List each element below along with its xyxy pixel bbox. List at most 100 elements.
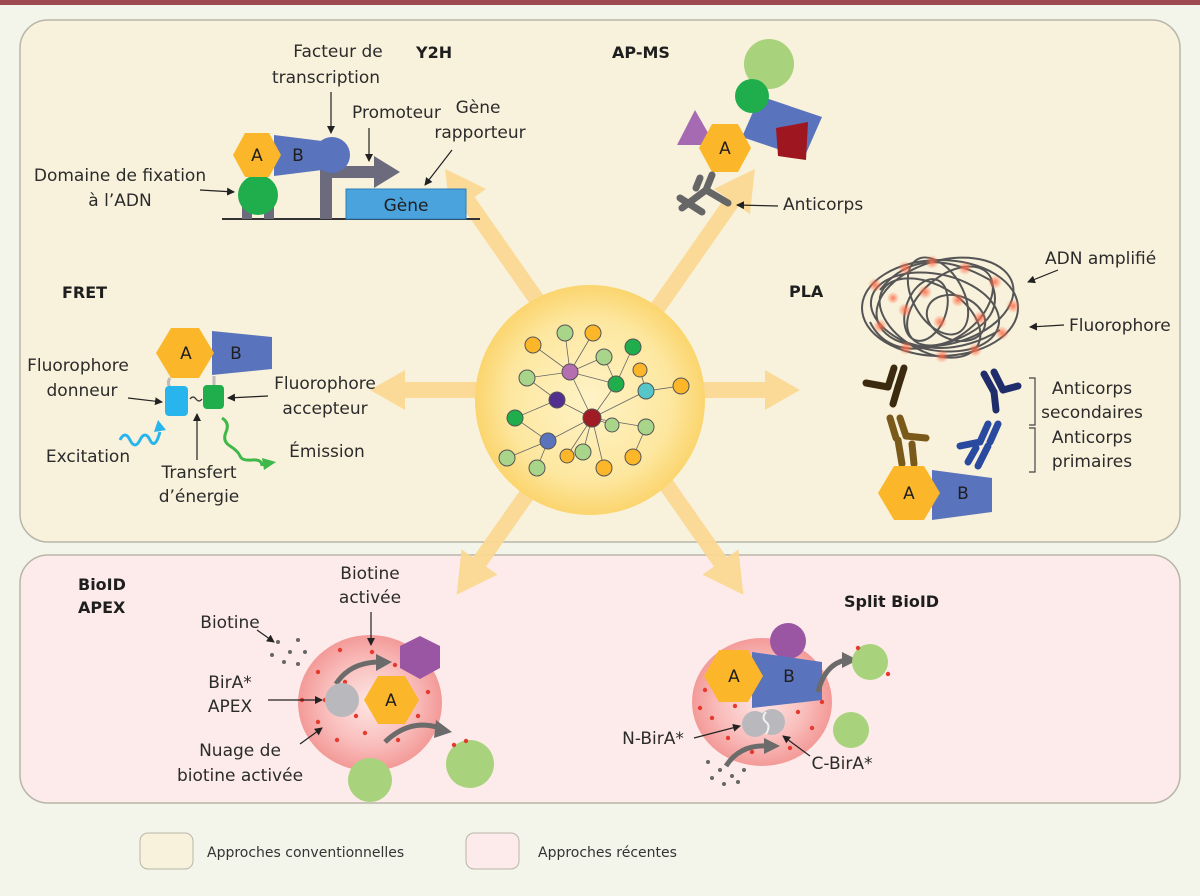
split-protein-b-label: B bbox=[783, 667, 795, 687]
bioid-section: BioID APEX A Biotine Biotine activée bbox=[78, 564, 494, 802]
free-biotin-dots bbox=[270, 638, 307, 666]
promoter-stem bbox=[320, 178, 332, 219]
secondary-label-line1: Anticorps bbox=[1052, 379, 1132, 399]
split-biotinylated-2 bbox=[833, 712, 869, 748]
apms-section: AP-MS A Anticorps bbox=[612, 39, 863, 216]
pla-protein-a-label: A bbox=[903, 484, 915, 504]
acceptor-fluorophore bbox=[203, 385, 224, 409]
legend: Approches conventionnelles Approches réc… bbox=[139, 832, 677, 870]
antibody-label: Anticorps bbox=[783, 195, 863, 215]
donor-fluorophore bbox=[165, 386, 188, 416]
biotinylated-protein-1 bbox=[348, 758, 392, 802]
pla-section: PLA bbox=[789, 249, 1171, 520]
network-nodes bbox=[498, 324, 690, 477]
split-free-biotin bbox=[706, 760, 746, 786]
dna-binding-domain bbox=[238, 175, 278, 215]
transfer-label-line2: d’énergie bbox=[159, 487, 240, 507]
tf-label-line2: transcription bbox=[272, 68, 380, 88]
protein-a-hexagon bbox=[233, 133, 281, 177]
bira-enzyme bbox=[325, 683, 359, 717]
dbd-label-line2: à l’ADN bbox=[88, 191, 151, 211]
network-sphere bbox=[475, 285, 705, 515]
transcription-factor bbox=[314, 137, 350, 173]
emission-wave bbox=[221, 416, 264, 467]
legend-conventional-swatch bbox=[139, 832, 194, 870]
primary-antibodies bbox=[886, 414, 1002, 470]
fluorophore-dots bbox=[868, 255, 1020, 363]
enzyme-label-line2: APEX bbox=[208, 697, 253, 717]
fret-protein-b-label: B bbox=[230, 344, 242, 364]
acceptor-label-line2: accepteur bbox=[282, 399, 367, 419]
fret-protein-b bbox=[212, 331, 272, 375]
apms-title: AP-MS bbox=[612, 43, 670, 62]
dbd-label-line1: Domaine de fixation bbox=[34, 166, 206, 186]
fret-protein-a bbox=[156, 328, 214, 378]
arrow-left bbox=[370, 370, 574, 410]
excitation-label: Excitation bbox=[46, 447, 130, 467]
split-bioid-section: Split BioID A B N-BirA* C-BirA* bbox=[622, 592, 939, 786]
primary-label-line1: Anticorps bbox=[1052, 428, 1132, 448]
bioid-protein-a-label: A bbox=[385, 691, 397, 711]
split-protein-a-label: A bbox=[728, 667, 740, 687]
cloud-label-line1: Nuage de bbox=[199, 741, 281, 761]
promoter-label: Promoteur bbox=[352, 103, 441, 123]
c-bira-label: C-BirA* bbox=[812, 754, 873, 774]
transfer-label-line1: Transfert bbox=[160, 463, 236, 483]
donor-label-line1: Fluorophore bbox=[27, 356, 129, 376]
apms-protein-a-hexagon bbox=[699, 124, 751, 172]
protein-b-shape bbox=[274, 135, 322, 176]
fluorophore-label: Fluorophore bbox=[1069, 316, 1171, 336]
arrow-right bbox=[626, 370, 800, 410]
bioid-title-line2: APEX bbox=[78, 598, 126, 617]
bioid-title-line1: BioID bbox=[78, 575, 126, 594]
pla-protein-b bbox=[932, 470, 992, 520]
activated-biotin-dots bbox=[299, 647, 431, 743]
fret-protein-a-label: A bbox=[180, 344, 192, 364]
apms-antibody bbox=[676, 171, 732, 216]
y2h-protein-a: A bbox=[251, 146, 263, 166]
y2h-protein-b: B bbox=[292, 146, 304, 166]
acceptor-label-line1: Fluorophore bbox=[274, 374, 376, 394]
complex-dark-green bbox=[735, 79, 769, 113]
biotinylated-protein-2 bbox=[446, 740, 494, 788]
reporter-label-line2: rapporteur bbox=[434, 123, 525, 143]
excitation-wave bbox=[118, 431, 162, 447]
amplified-dna-label: ADN amplifié bbox=[1045, 249, 1156, 269]
legend-recent-label: Approches récentes bbox=[538, 845, 677, 861]
split-neighbor-circle bbox=[770, 623, 806, 659]
biotin-label: Biotine bbox=[200, 613, 259, 633]
fret-title: FRET bbox=[62, 283, 107, 302]
top-bar bbox=[0, 0, 1200, 5]
secondary-bracket bbox=[1029, 377, 1036, 426]
neighbor-hexagon bbox=[400, 636, 440, 679]
activation-arrow bbox=[333, 659, 381, 686]
split-protein-a bbox=[704, 650, 763, 702]
pla-protein-a bbox=[878, 466, 940, 520]
primary-label-line2: primaires bbox=[1052, 452, 1132, 472]
activated-biotin-label-line2: activée bbox=[339, 588, 401, 608]
complex-green-circle bbox=[744, 39, 794, 89]
secondary-label-line2: secondaires bbox=[1041, 403, 1143, 423]
legend-recent-swatch bbox=[465, 832, 520, 870]
apms-protein-a: A bbox=[719, 139, 731, 159]
gene-box bbox=[345, 188, 467, 220]
activated-biotin-label-line1: Biotine bbox=[340, 564, 399, 584]
gene-label: Gène bbox=[384, 196, 429, 216]
split-activated-dots bbox=[697, 687, 825, 755]
pla-protein-b-label: B bbox=[957, 484, 969, 504]
c-bira-fragment bbox=[759, 709, 785, 735]
y2h-section: Y2H A B Gène Facteur de transcription Pr… bbox=[34, 42, 526, 220]
recent-panel bbox=[19, 554, 1181, 804]
reporter-label-line1: Gène bbox=[456, 98, 501, 118]
primary-bracket bbox=[1029, 427, 1036, 473]
bioid-protein-a bbox=[364, 676, 419, 724]
split-protein-b bbox=[752, 652, 822, 708]
n-bira-label: N-BirA* bbox=[622, 729, 684, 749]
complex-red-square bbox=[776, 122, 808, 160]
cloud-label-line2: biotine activée bbox=[177, 766, 303, 786]
secondary-antibodies bbox=[862, 364, 1022, 414]
donor-label-line2: donneur bbox=[47, 381, 118, 401]
legend-conventional-label: Approches conventionnelles bbox=[207, 845, 404, 861]
